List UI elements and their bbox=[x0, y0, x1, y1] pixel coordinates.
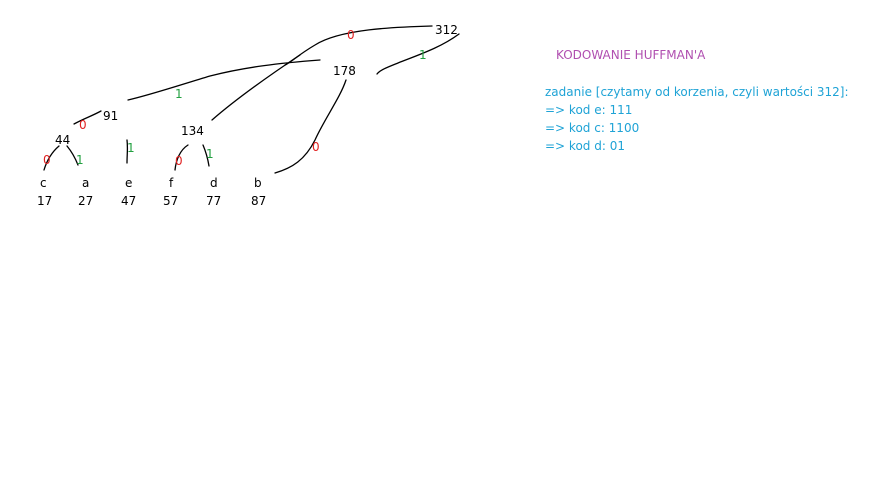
leaf-weight-c: 17 bbox=[37, 194, 53, 208]
node-44: 44 bbox=[55, 133, 71, 147]
node-91: 91 bbox=[103, 109, 119, 123]
leaf-weight-e: 47 bbox=[121, 194, 137, 208]
edge-label-178-b: 0 bbox=[312, 140, 320, 154]
edge-label-312-134: 0 bbox=[347, 28, 355, 42]
leaf-weight-b: 87 bbox=[251, 194, 267, 208]
node-312: 312 bbox=[435, 23, 458, 37]
edge-44-a bbox=[66, 145, 79, 166]
edge-arc-134 bbox=[211, 54, 301, 121]
edge-91-44 bbox=[73, 110, 102, 125]
leaf-weight-d: 77 bbox=[206, 194, 222, 208]
leaf-symbol-e: e bbox=[125, 176, 133, 190]
edge-label-134-f: 0 bbox=[175, 154, 183, 168]
task-note: zadanie [czytamy od korzenia, czyli wart… bbox=[545, 85, 849, 99]
edge-label-134-91: 1 bbox=[175, 87, 183, 101]
leaf-symbol-c: c bbox=[40, 176, 47, 190]
edge-134-d bbox=[202, 144, 210, 167]
edge-label-134-d: 1 bbox=[206, 147, 214, 161]
edge-312-left bbox=[284, 25, 433, 66]
leaf-symbol-a: a bbox=[82, 176, 90, 190]
edge-label-312-178: 1 bbox=[419, 48, 427, 62]
code-e-note: => kod e: 111 bbox=[545, 103, 633, 117]
edge-91-134 bbox=[127, 59, 321, 101]
code-c-note: => kod c: 1100 bbox=[545, 121, 640, 135]
edge-label-44-c: 0 bbox=[43, 153, 51, 167]
leaf-symbol-f: f bbox=[169, 176, 174, 190]
edge-label-44-a: 1 bbox=[76, 153, 84, 167]
leaf-symbol-b: b bbox=[254, 176, 262, 190]
code-d-note: => kod d: 01 bbox=[545, 139, 625, 153]
node-178: 178 bbox=[333, 64, 356, 78]
leaf-symbol-d: d bbox=[210, 176, 218, 190]
edge-44-c bbox=[43, 145, 60, 171]
edge-label-91-e: 1 bbox=[127, 141, 135, 155]
leaf-weight-a: 27 bbox=[78, 194, 94, 208]
leaf-weight-f: 57 bbox=[163, 194, 179, 208]
page-title: KODOWANIE HUFFMAN'A bbox=[556, 48, 706, 62]
edge-178-b bbox=[274, 79, 347, 174]
edge-134-f bbox=[174, 144, 189, 171]
edge-312-178 bbox=[376, 33, 460, 75]
edge-label-91-44: 0 bbox=[79, 118, 87, 132]
node-134: 134 bbox=[181, 124, 204, 138]
